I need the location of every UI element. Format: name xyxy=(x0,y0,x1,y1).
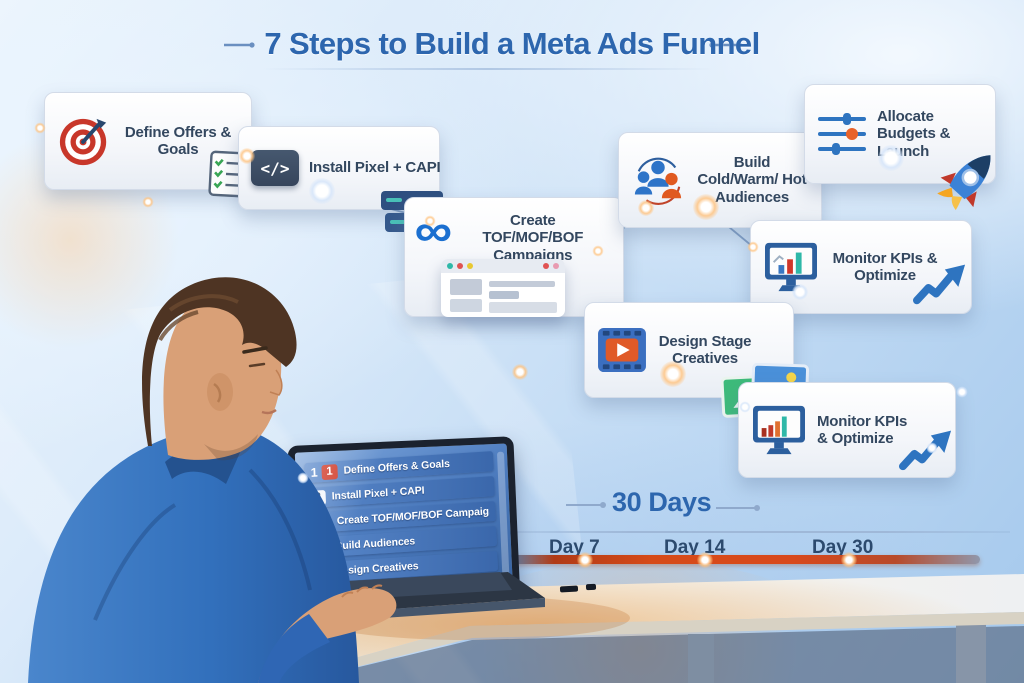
step-number-badge: 3 xyxy=(314,514,332,531)
content-line xyxy=(489,291,519,299)
laptop-item-label: Build Audiences xyxy=(334,535,416,553)
laptop-item-label: Create TOF/MOF/BOF Campaigns xyxy=(336,505,490,528)
laptop-scrollbar xyxy=(496,451,510,588)
monitor-chart-icon xyxy=(753,405,805,455)
meta-logo-icon: ∞ xyxy=(414,204,453,256)
step-number-badge: 2 xyxy=(309,489,327,506)
timeline-dash xyxy=(716,505,760,511)
browser-dot-icon xyxy=(553,263,559,269)
step-number-badge: 4 xyxy=(316,539,325,556)
step-label: Monitor KPIs & Optimize xyxy=(832,249,938,284)
growth-arrow-icon xyxy=(913,264,966,305)
code-icon: </> xyxy=(251,150,299,186)
browser-dot-icon xyxy=(457,263,463,269)
monitor-chart-icon xyxy=(765,242,817,292)
timeline-rule xyxy=(505,531,1010,533)
step-label: Define Offers & Goals xyxy=(124,123,232,158)
step-label: Build Cold/Warm/ Hot Audiences xyxy=(697,153,807,206)
laptop-item-label: Design Creatives xyxy=(334,560,419,578)
video-creative-icon xyxy=(598,327,646,373)
title-underline xyxy=(262,68,714,70)
timeline-day-30: Day 30 xyxy=(812,537,874,558)
browser-window-graphic xyxy=(441,259,565,317)
timeline-heading: 30 Days xyxy=(612,487,712,517)
growth-arrow-icon xyxy=(899,430,952,471)
step-box-monitor-kpis-top: Monitor KPIs & Optimize xyxy=(750,220,972,314)
browser-dot-icon xyxy=(447,263,453,269)
target-icon xyxy=(59,118,107,166)
step-number-ghost: 1 xyxy=(310,465,318,480)
step-box-allocate-budgets: Allocate Budgets & Launch xyxy=(804,84,996,211)
laptop-list-item: 2 Install Pixel + CAPI xyxy=(303,476,495,509)
browser-titlebar xyxy=(441,259,565,273)
glow-dot xyxy=(956,386,968,398)
timeline-progress-bar xyxy=(512,555,980,564)
laptop-list-item: 4 Build Audiences xyxy=(306,525,498,559)
step-number-badge: 5 xyxy=(317,564,325,581)
step-label: Create TOF/MOF/BOF Campaigns xyxy=(482,212,584,264)
step-box-create-campaigns: ∞ Create TOF/MOF/BOF Campaigns xyxy=(404,197,624,317)
content-block xyxy=(450,299,482,312)
step-box-monitor-kpis-bottom: Monitor KPIs & Optimize xyxy=(738,382,956,478)
sliders-icon xyxy=(818,113,866,155)
laptop-screen: 1 1 Define Offers & Goals 2 Install Pixe… xyxy=(287,436,521,612)
laptop-item-label: Define Offers & Goals xyxy=(343,457,451,477)
browser-dot-icon xyxy=(467,263,473,269)
laptop-list-item: 3 Create TOF/MOF/BOF Campaigns xyxy=(308,501,496,534)
laptop-list-item: 5 Design Creatives xyxy=(306,550,499,584)
step-box-define-offers: Define Offers & Goals xyxy=(44,92,252,198)
step-number-badge: 1 xyxy=(321,463,338,480)
content-line xyxy=(489,302,557,313)
audience-group-icon xyxy=(634,157,682,205)
page-title: 7 Steps to Build a Meta Ads Funnel xyxy=(264,26,760,61)
rocket-icon xyxy=(937,155,991,211)
laptop-list-item: 1 1 Define Offers & Goals xyxy=(304,451,494,484)
step-label: Install Pixel + CAPI xyxy=(309,159,441,177)
laptop-item-label: Install Pixel + CAPI xyxy=(331,484,425,503)
glow-dot xyxy=(142,196,154,208)
content-line xyxy=(489,281,555,287)
browser-dot-icon xyxy=(543,263,549,269)
checklist-icon xyxy=(208,150,246,198)
step-box-build-audiences: Build Cold/Warm/ Hot Audiences xyxy=(618,132,822,228)
content-block xyxy=(450,279,482,295)
step-label: Design Stage Creatives xyxy=(658,332,752,367)
timeline-dash xyxy=(566,502,606,508)
laptop-checklist: 1 1 Define Offers & Goals 2 Install Pixe… xyxy=(302,451,499,588)
step-label: Monitor KPIs & Optimize xyxy=(817,412,908,447)
